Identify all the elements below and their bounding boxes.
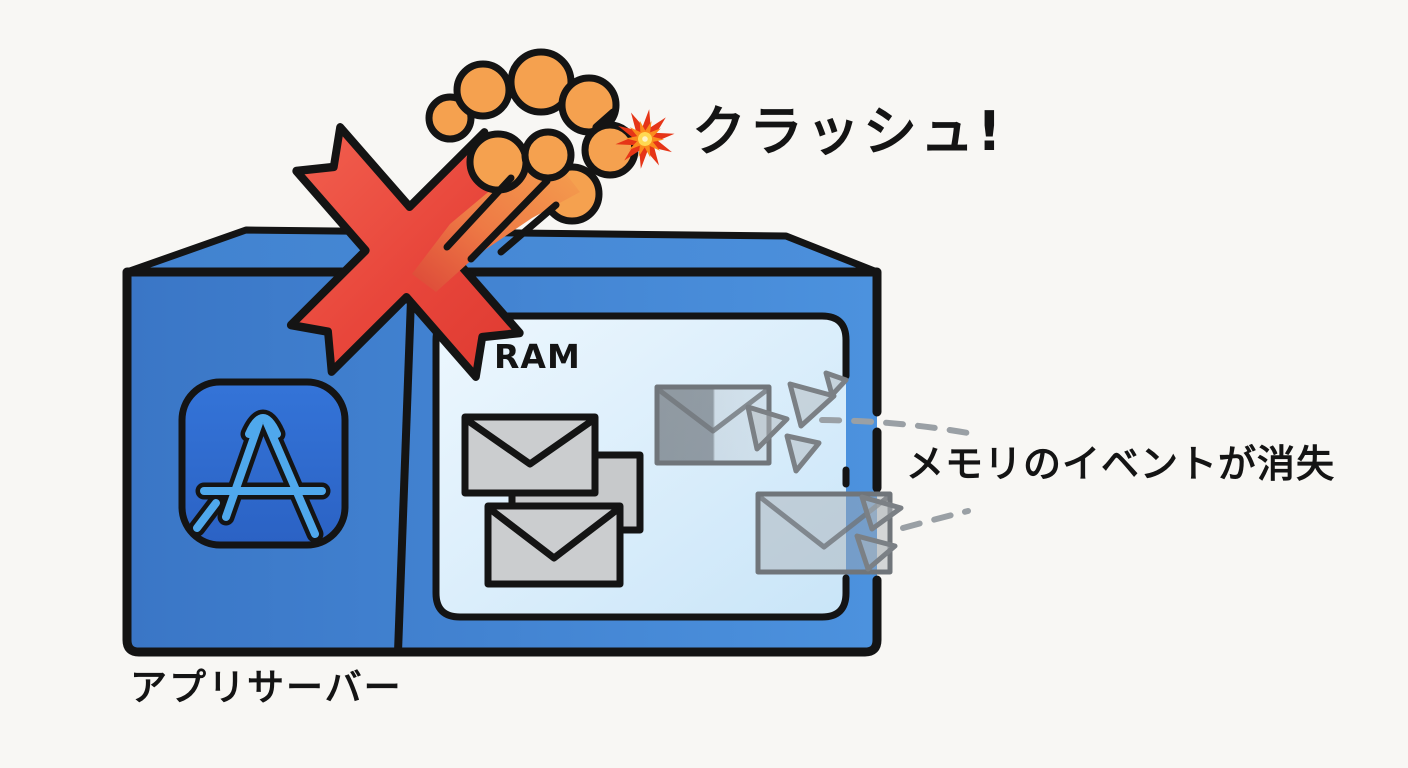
ram-label: RAM: [494, 337, 581, 376]
shard-icon: [854, 494, 904, 572]
app-store-icon: [178, 378, 349, 549]
envelope-icon: [484, 502, 624, 588]
event-envelopes: [461, 413, 644, 588]
memory-loss-label: メモリのイベントが消失: [906, 442, 1336, 486]
trajectory-dashed-line: [819, 417, 971, 531]
server-border: [122, 267, 882, 657]
smoke-streaks: [443, 108, 617, 263]
crash-label: クラッシュ!: [692, 100, 1005, 163]
smoke-cloud-icon: [412, 48, 639, 292]
app-server-label: アプリサーバー: [130, 666, 403, 709]
envelope-icon: [461, 413, 599, 497]
ram-panel-border: [432, 312, 850, 621]
collision-icon: [615, 109, 675, 169]
shard-icon: [745, 370, 849, 474]
lost-envelopes: [654, 370, 904, 575]
server-divider: [394, 271, 416, 653]
